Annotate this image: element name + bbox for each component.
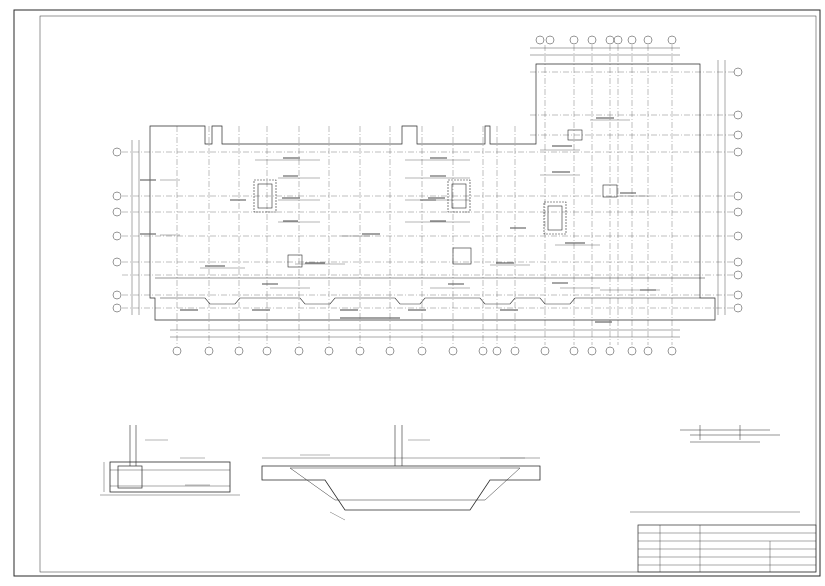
row-bubbles [112, 67, 743, 313]
sheet-border [13, 9, 821, 577]
column-axes [176, 45, 673, 345]
section-a-a [100, 425, 240, 496]
inner-border [39, 15, 817, 573]
slab-outline [149, 63, 716, 321]
column-bubbles [172, 35, 677, 356]
rebar-callout-marks [140, 117, 656, 323]
dimension-chains [131, 47, 726, 338]
row-axes [122, 71, 735, 309]
section-b-b [261, 425, 541, 521]
rebar-leaders [160, 119, 660, 291]
splice-scheme [680, 425, 780, 443]
title-block [637, 524, 817, 573]
pits-and-bands [155, 129, 705, 305]
